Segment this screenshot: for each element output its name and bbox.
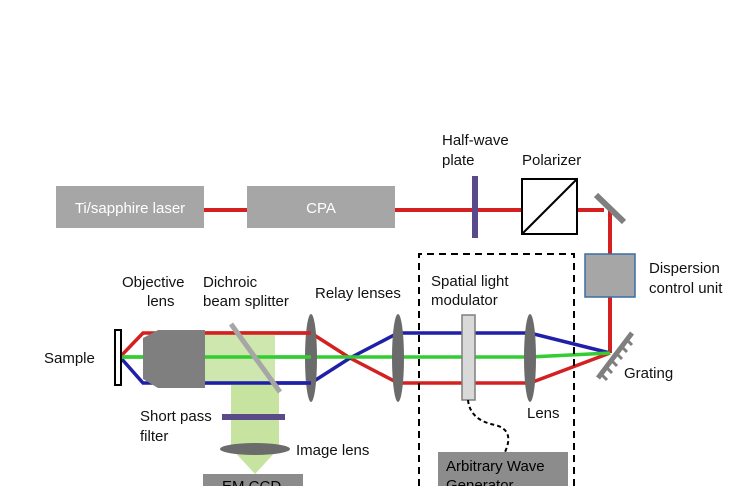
- dispersion-control-unit: [584, 253, 636, 298]
- awg-label-1: Arbitrary Wave: [446, 458, 545, 475]
- cpa-label: CPA: [306, 200, 336, 217]
- awg-box: [438, 452, 568, 486]
- short-pass-filter: [222, 414, 285, 420]
- image-lens: [220, 443, 290, 455]
- polarizer-label: Polarizer: [522, 152, 581, 169]
- emccd-box: [203, 474, 303, 486]
- half-wave-label-2: plate: [442, 152, 475, 169]
- dichroic-label-1: Dichroic: [203, 274, 258, 291]
- slm-control-cable: [467, 399, 510, 453]
- sample-slide: [114, 329, 122, 386]
- polarizer-diagonal: [521, 178, 578, 235]
- sample-label: Sample: [44, 350, 95, 367]
- slm-label-1: Spatial light: [431, 273, 509, 290]
- objective-lens: [143, 330, 205, 388]
- laser-box: [56, 186, 204, 228]
- short-pass-label-2: filter: [140, 428, 168, 445]
- dichroic-fill-region: [205, 333, 275, 385]
- dispersion-label-1: Dispersion: [649, 260, 720, 277]
- image-lens-label: Image lens: [296, 442, 369, 459]
- grating-label: Grating: [624, 365, 673, 382]
- objective-label-1: Objective: [122, 274, 185, 291]
- laser-label: Ti/sapphire laser: [75, 200, 185, 217]
- half-wave-plate: [472, 176, 478, 238]
- dichroic-label-2: beam splitter: [203, 293, 289, 310]
- emccd-label: EM CCD: [222, 478, 281, 486]
- objective-label-2: lens: [147, 293, 175, 310]
- dispersion-label-2: control unit: [649, 280, 723, 297]
- half-wave-label-1: Half-wave: [442, 132, 509, 149]
- relay-lens-right: [392, 314, 404, 402]
- spatial-light-modulator: [461, 314, 476, 401]
- steering-mirror: [593, 192, 627, 225]
- awg-label-2: Generator: [446, 477, 514, 486]
- short-pass-label-1: Short pass: [140, 408, 212, 425]
- shaper-lens: [524, 314, 536, 402]
- relay-label: Relay lenses: [315, 285, 401, 302]
- lens-label: Lens: [527, 405, 560, 422]
- cpa-box: [247, 186, 395, 228]
- dichroic-beam-splitter: [228, 322, 283, 394]
- slm-label-2: modulator: [431, 292, 498, 309]
- grating: [596, 331, 634, 382]
